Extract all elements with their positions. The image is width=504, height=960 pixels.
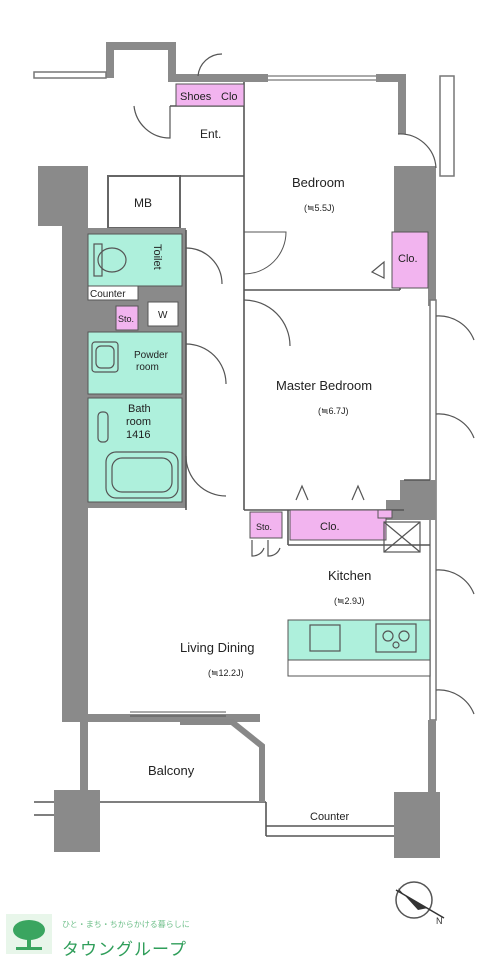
toilet-icon <box>97 247 127 273</box>
label-bedroom: Bedroom <box>292 175 345 190</box>
label-kitchen: Kitchen <box>328 568 371 583</box>
logo-tagline: ひと・まち・ちからかける暮らしに <box>62 920 190 929</box>
colored-areas <box>87 83 431 677</box>
stove-icon <box>375 623 417 653</box>
label-bath-1: Bath <box>128 403 151 415</box>
label-toilet: Toilet <box>151 244 163 270</box>
label-clo-bedroom: Clo. <box>398 253 418 265</box>
label-bath-2: room <box>126 416 151 428</box>
label-sto-small: Sto. <box>118 314 134 324</box>
label-bath-3: 1416 <box>126 429 150 441</box>
label-bedroom-size: (≒5.5J) <box>304 203 335 213</box>
label-entrance: Ent. <box>200 127 221 141</box>
company-logo-icon <box>6 914 52 954</box>
label-counter-wc: Counter <box>90 289 126 300</box>
sink-icon <box>309 624 341 652</box>
label-balcony: Balcony <box>148 763 195 778</box>
label-clo-entry: Clo <box>221 91 238 103</box>
label-living-size: (≒12.2J) <box>208 668 244 678</box>
room-labels: Shoes Clo Ent. MB Bedroom (≒5.5J) Clo. T… <box>90 91 418 823</box>
label-living-dining: Living Dining <box>180 640 254 655</box>
label-shoes: Shoes <box>180 91 212 103</box>
fixtures <box>91 243 421 653</box>
label-counter-balcony: Counter <box>310 811 349 823</box>
label-kitchen-size: (≒2.9J) <box>334 596 365 606</box>
label-sto-master: Sto. <box>256 522 272 532</box>
washbasin-icon <box>91 341 119 373</box>
logo-company-name: タウングループ <box>62 940 187 960</box>
label-master-size: (≒6.7J) <box>318 406 349 416</box>
label-mb: MB <box>134 196 152 210</box>
label-washer: W <box>158 310 168 321</box>
label-clo-master: Clo. <box>320 521 340 533</box>
north-arrow-icon: N <box>395 881 445 926</box>
label-master-bedroom: Master Bedroom <box>276 378 372 393</box>
doors <box>133 53 475 715</box>
bathtub-icon <box>105 451 179 499</box>
label-powder-1: Powder <box>134 350 169 361</box>
svg-text:N: N <box>436 916 443 926</box>
label-powder-2: room <box>136 362 159 373</box>
